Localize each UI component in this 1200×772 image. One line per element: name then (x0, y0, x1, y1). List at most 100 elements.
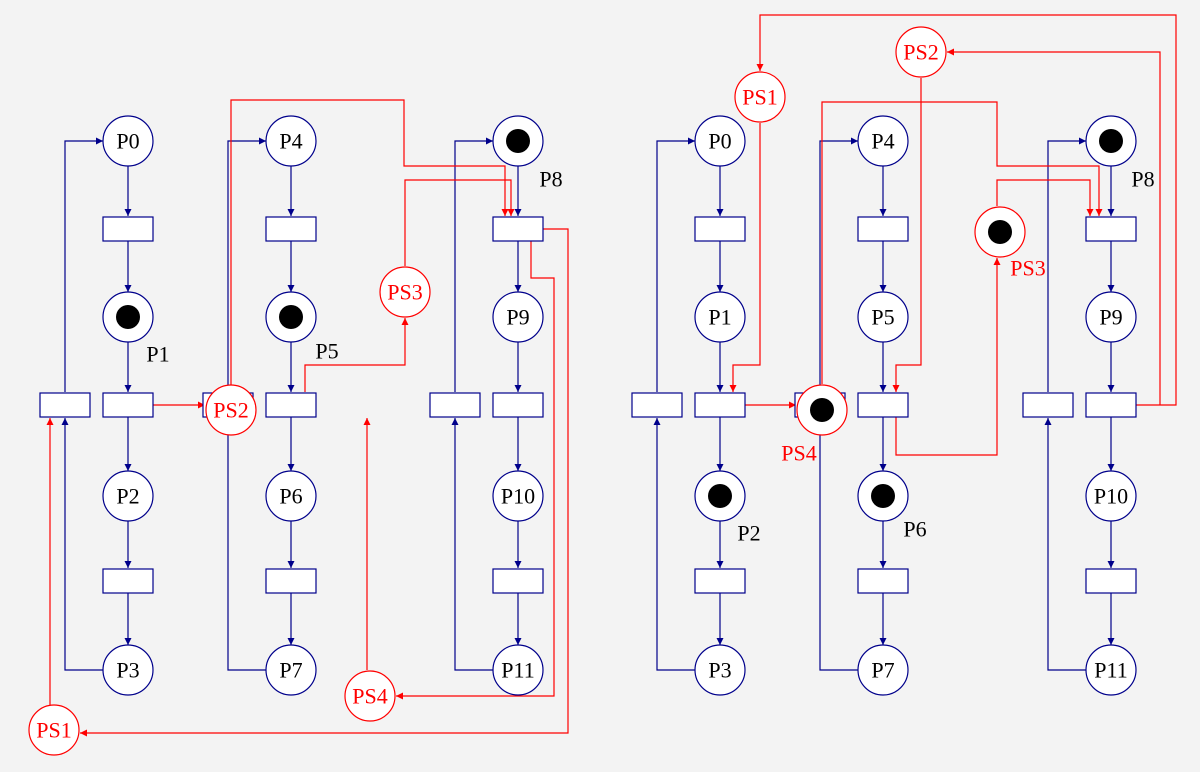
place-L_P10: P10 (492, 470, 544, 522)
place-R_P8: P8 (1085, 115, 1155, 192)
token-R_P8 (1099, 129, 1123, 153)
place-R_P3: P3 (694, 644, 746, 696)
place-L_P11: P11 (492, 644, 544, 696)
place-label-L_P5: P5 (315, 339, 338, 364)
token-L_P8 (506, 129, 530, 153)
shared-place-label-R_PS4: PS4 (781, 441, 816, 466)
arc-R_P3-to-return-t (653, 418, 695, 671)
place-circle-L_P6 (265, 470, 317, 522)
place-L_P8: P8 (492, 115, 563, 192)
place-R_P9: P9 (1085, 291, 1137, 343)
arc-L_P3-to-return-t (61, 418, 103, 671)
shared-place-circle-L_PS2 (205, 384, 257, 436)
arc-right-PS1-to-t1 (729, 123, 761, 392)
arcs (46, 14, 1177, 737)
place-circle-R_P10 (1085, 470, 1137, 522)
shared-place-label-L_PS3: PS3 (387, 280, 422, 305)
place-label-R_P2: P2 (737, 521, 760, 546)
place-circle-R_P5 (857, 291, 909, 343)
place-label-R_P1: P1 (708, 305, 731, 330)
place-circle-R_P4 (857, 115, 909, 167)
shared-place-circle-L_PS4 (344, 670, 396, 722)
place-R_P10: P10 (1085, 470, 1137, 522)
place-label-L_P1: P1 (146, 342, 169, 367)
place-circle-R_P7 (857, 644, 909, 696)
place-L_P2: P2 (102, 470, 154, 522)
place-label-L_P0: P0 (116, 129, 139, 154)
place-label-L_P8: P8 (539, 167, 562, 192)
token-R_P2 (708, 484, 732, 508)
arc-right-PS2-to-t5 (892, 78, 922, 392)
place-L_P6: P6 (265, 470, 317, 522)
place-R_P1: P1 (694, 291, 746, 343)
place-label-R_P9: P9 (1099, 305, 1122, 330)
transition-L_t2c (492, 568, 544, 594)
arc-left-t8-to-PS1 (80, 228, 569, 737)
transition-R_t0r (631, 392, 683, 418)
place-R_P0: P0 (694, 115, 746, 167)
place-label-R_P10: P10 (1094, 484, 1128, 509)
shared-place-circle-L_PS3 (379, 266, 431, 318)
arc-R_P11-to-return-t (1044, 418, 1086, 671)
token-R_PS4 (810, 398, 834, 422)
transition-R_t1b (857, 392, 909, 418)
shared-place-circle-L_PS1 (28, 704, 80, 756)
place-circle-L_P11 (492, 644, 544, 696)
place-R_P7: P7 (857, 644, 909, 696)
arc-return-t-to-L_P0 (64, 137, 103, 392)
place-label-R_P7: P7 (871, 658, 894, 683)
place-R_P6: P6 (857, 470, 927, 542)
place-label-L_P10: P10 (501, 484, 535, 509)
shared-place-circle-R_PS2 (895, 26, 947, 78)
transition-L_t0r (39, 392, 91, 418)
transition-R_t1a (857, 216, 909, 242)
transition-L_t0a (102, 216, 154, 242)
shared-place-L_PS3: PS3 (379, 266, 431, 318)
place-circle-L_P4 (265, 115, 317, 167)
place-label-L_P11: P11 (501, 658, 534, 683)
transition-R_t2r (1022, 392, 1074, 418)
place-label-L_P9: P9 (506, 305, 529, 330)
place-R_P4: P4 (857, 115, 909, 167)
place-L_P7: P7 (265, 644, 317, 696)
place-circle-R_P0 (694, 115, 746, 167)
place-label-R_P0: P0 (708, 129, 731, 154)
shared-place-label-L_PS1: PS1 (36, 718, 71, 743)
place-circle-L_P0 (102, 115, 154, 167)
arc-right-PS3-to-t8 (996, 179, 1094, 216)
transition-R_t1c (857, 568, 909, 594)
shared-place-R_PS3: PS3 (974, 206, 1046, 281)
shared-place-L_PS4: PS4 (344, 670, 396, 722)
arc-left-PS2-to-t8 (230, 99, 509, 385)
transition-L_t2b (492, 392, 544, 418)
transition-L_t2r (429, 392, 481, 418)
place-label-R_P5: P5 (871, 305, 894, 330)
shared-place-label-L_PS4: PS4 (352, 684, 387, 709)
arc-right-PS4-to-t8 (821, 101, 1103, 384)
transition-L_t1a (265, 216, 317, 242)
place-circle-L_P7 (265, 644, 317, 696)
transition-R_t0a (694, 216, 746, 242)
transition-L_t0c (102, 568, 154, 594)
place-label-R_P6: P6 (903, 517, 926, 542)
transition-L_t2a (492, 216, 544, 242)
transition-R_t2c (1085, 568, 1137, 594)
shared-place-label-R_PS2: PS2 (903, 40, 938, 65)
place-R_P2: P2 (694, 470, 761, 546)
arc-right-t5-to-PS3 (895, 258, 1001, 456)
place-label-R_P3: P3 (708, 658, 731, 683)
place-circle-R_P11 (1085, 644, 1137, 696)
place-label-L_P7: P7 (279, 658, 302, 683)
shared-place-R_PS2: PS2 (895, 26, 947, 78)
place-circle-L_P2 (102, 470, 154, 522)
place-label-L_P2: P2 (116, 484, 139, 509)
shared-place-label-R_PS1: PS1 (742, 85, 777, 110)
place-circle-R_P9 (1085, 291, 1137, 343)
place-R_P5: P5 (857, 291, 909, 343)
place-L_P5: P5 (265, 291, 339, 364)
arc-return-t-to-R_P0 (656, 137, 695, 392)
shared-place-label-L_PS2: PS2 (213, 398, 248, 423)
place-circle-R_P3 (694, 644, 746, 696)
